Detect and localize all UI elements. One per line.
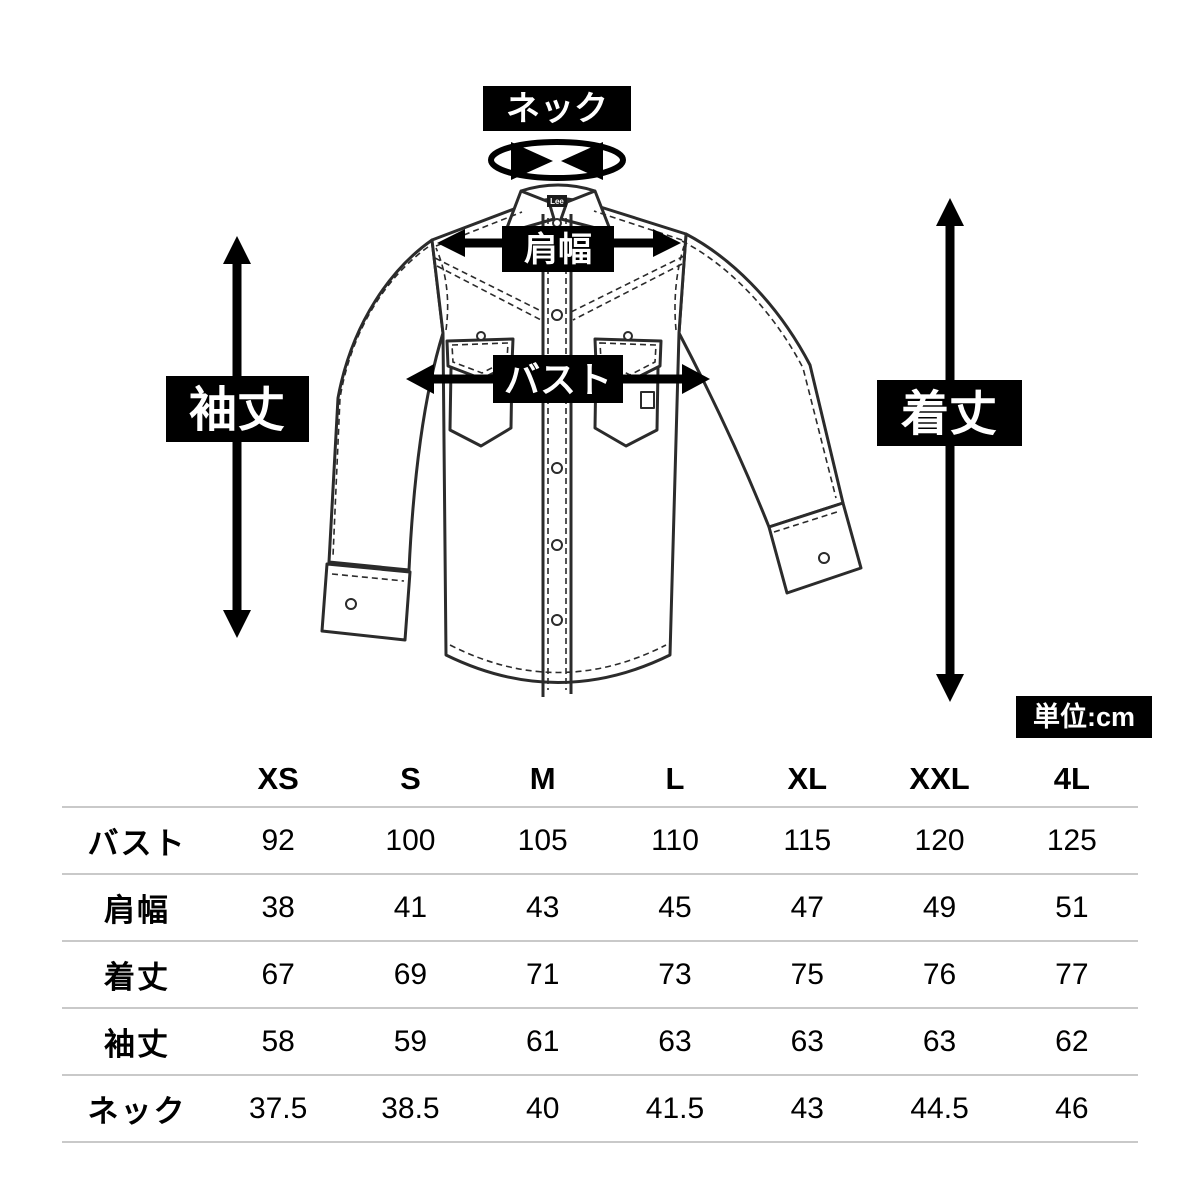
sleeve-4l: 62 — [1055, 1024, 1089, 1058]
col-header-l: L — [665, 761, 685, 796]
measurement-arrows — [223, 139, 964, 702]
row-label-neck: ネック — [87, 1094, 187, 1129]
svg-text:袖丈: 袖丈 — [189, 384, 285, 437]
measurement-labels: ネック 肩幅 バスト 袖丈 着丈 単位:cm — [166, 86, 1152, 738]
body-length-arrow — [936, 198, 964, 702]
stitch-lines — [331, 210, 841, 690]
shirt-collar-band — [520, 183, 596, 193]
length-s: 69 — [393, 957, 428, 991]
col-header-s: S — [400, 761, 421, 796]
svg-text:単位:cm: 単位:cm — [1033, 701, 1135, 732]
bust-m: 105 — [517, 823, 568, 857]
shirt-left-cuff — [320, 562, 412, 642]
sleeve-s: 59 — [393, 1024, 428, 1058]
length-4l: 77 — [1055, 957, 1089, 991]
shoulder-4l: 51 — [1055, 890, 1089, 924]
bust-s: 100 — [385, 823, 436, 857]
svg-text:着丈: 着丈 — [900, 388, 997, 441]
pocket-brand-tag — [640, 391, 655, 409]
shirt-placket — [541, 214, 573, 697]
bust-xs: 92 — [261, 823, 295, 857]
collar-brand-tag: Lee — [547, 195, 567, 207]
neck-l: 41.5 — [645, 1091, 705, 1125]
col-header-xl: XL — [787, 761, 828, 796]
neck-label: ネック — [483, 86, 631, 131]
sleeve-xs: 58 — [261, 1024, 295, 1058]
sleeve-xl: 63 — [790, 1024, 824, 1058]
unit-badge: 単位:cm — [1016, 696, 1152, 738]
sleeve-m: 61 — [526, 1024, 560, 1058]
neck-4l: 46 — [1055, 1091, 1089, 1125]
shoulder-s: 41 — [393, 890, 428, 924]
size-table-header-row: XS S M L XL XXL 4L — [62, 752, 1138, 806]
table-row-shoulder: 肩幅 38 41 43 45 47 49 51 — [62, 873, 1138, 940]
row-label-sleeve: 袖丈 — [104, 1027, 170, 1062]
shoulder-label: 肩幅 — [502, 226, 614, 272]
shoulder-xxl: 49 — [922, 890, 957, 924]
shoulder-l: 45 — [658, 890, 692, 924]
neck-m: 40 — [526, 1091, 560, 1125]
sleeve-length-label: 袖丈 — [166, 376, 309, 442]
row-label-bust: バスト — [87, 826, 187, 861]
length-m: 71 — [526, 957, 560, 991]
neck-xxl: 44.5 — [910, 1091, 969, 1125]
body-length-label: 着丈 — [877, 380, 1022, 446]
shirt-measurement-diagram: Lee — [166, 86, 1152, 738]
svg-text:肩幅: 肩幅 — [524, 230, 592, 269]
length-xs: 67 — [261, 957, 295, 991]
neck-arrow — [488, 139, 626, 181]
col-header-xxl: XXL — [909, 761, 970, 796]
bust-4l: 125 — [1046, 823, 1097, 857]
bust-label: バスト — [493, 355, 623, 403]
col-header-xs: XS — [257, 761, 299, 796]
neck-xl: 43 — [790, 1091, 824, 1125]
row-label-length: 着丈 — [104, 960, 170, 995]
shirt-right-cuff — [767, 501, 863, 595]
size-table: XS S M L XL XXL 4L バスト 92 100 105 110 11… — [62, 752, 1138, 1143]
collar-brand-tag-label: Lee — [550, 197, 564, 206]
shoulder-xl: 47 — [790, 890, 824, 924]
bust-xl: 115 — [783, 823, 832, 857]
sleeve-xxl: 63 — [922, 1024, 957, 1058]
row-label-shoulder: 肩幅 — [104, 893, 170, 928]
table-row-bust: バスト 92 100 105 110 115 120 125 — [62, 806, 1138, 873]
shoulder-m: 43 — [526, 890, 560, 924]
neck-s: 38.5 — [381, 1091, 440, 1125]
shirt-collar-right — [559, 189, 613, 234]
svg-text:バスト: バスト — [504, 359, 612, 400]
svg-text:ネック: ネック — [506, 90, 608, 128]
length-xl: 75 — [790, 957, 824, 991]
shoulder-xs: 38 — [261, 890, 295, 924]
col-header-4l: 4L — [1053, 761, 1090, 796]
bust-xxl: 120 — [914, 823, 965, 857]
shirt-illustration — [320, 183, 863, 697]
table-row-sleeve: 袖丈 58 59 61 63 63 63 62 — [62, 1007, 1138, 1074]
sleeve-l: 63 — [658, 1024, 692, 1058]
table-row-length: 着丈 67 69 71 73 75 76 77 — [62, 940, 1138, 1007]
col-header-m: M — [529, 761, 556, 796]
length-l: 73 — [658, 957, 692, 991]
table-row-neck: ネック 37.5 38.5 40 41.5 43 44.5 46 — [62, 1074, 1138, 1143]
bust-l: 110 — [651, 823, 699, 857]
neck-xs: 37.5 — [248, 1091, 308, 1125]
length-xxl: 76 — [922, 957, 957, 991]
